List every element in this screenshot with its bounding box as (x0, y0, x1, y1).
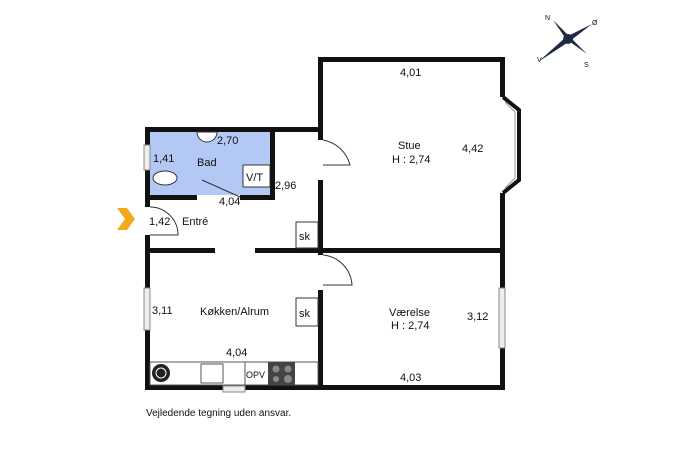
svg-text:S: S (584, 62, 589, 69)
room-label-stue: Stue (398, 140, 421, 152)
room-label-bad: Bad (197, 157, 217, 169)
closet-box (295, 297, 319, 327)
room-label-vaerelse: Værelse (389, 307, 430, 319)
bay-window (501, 95, 521, 195)
kitchen-sink-icon (200, 363, 224, 384)
window (222, 385, 246, 393)
fan-icon (152, 364, 170, 382)
dimension: 1,41 (153, 153, 174, 165)
window (498, 287, 506, 349)
closet-box (295, 221, 319, 249)
closet-label: sk (299, 231, 311, 243)
room-label-entre: Entré (182, 216, 208, 228)
toilet-icon (152, 170, 178, 186)
svg-text:V: V (537, 57, 542, 64)
closet-label: sk (299, 308, 311, 320)
window (143, 287, 151, 331)
dimension: 4,04 (226, 347, 247, 359)
vt-label: V/T (246, 172, 263, 184)
room-label-kokken: Køkken/Alrum (200, 306, 269, 318)
svg-text:Ø: Ø (592, 20, 598, 27)
dimension: 2,70 (217, 135, 238, 147)
entry-arrow-icon (117, 208, 135, 230)
dimension: 2,96 (275, 180, 296, 192)
window (143, 144, 151, 171)
doors (149, 139, 353, 286)
room-height: H : 2,74 (391, 320, 430, 332)
room-height: H : 2,74 (392, 154, 431, 166)
washer-dryer-box (242, 164, 271, 188)
compass-icon: N Ø S V (537, 15, 598, 69)
disclaimer: Vejledende tegning uden ansvar. (146, 408, 291, 419)
svg-text:N: N (545, 15, 550, 22)
dimension: 4,01 (400, 67, 421, 79)
dimension: 3,12 (467, 311, 488, 323)
dimension: 4,04 (219, 196, 240, 208)
dishwasher-label: OPV (246, 370, 265, 380)
dimension: 4,03 (400, 372, 421, 384)
dimension: 1,42 (149, 216, 170, 228)
sink-icon (196, 131, 218, 143)
dimension: 4,42 (462, 143, 483, 155)
dimension: 3,11 (152, 305, 173, 317)
